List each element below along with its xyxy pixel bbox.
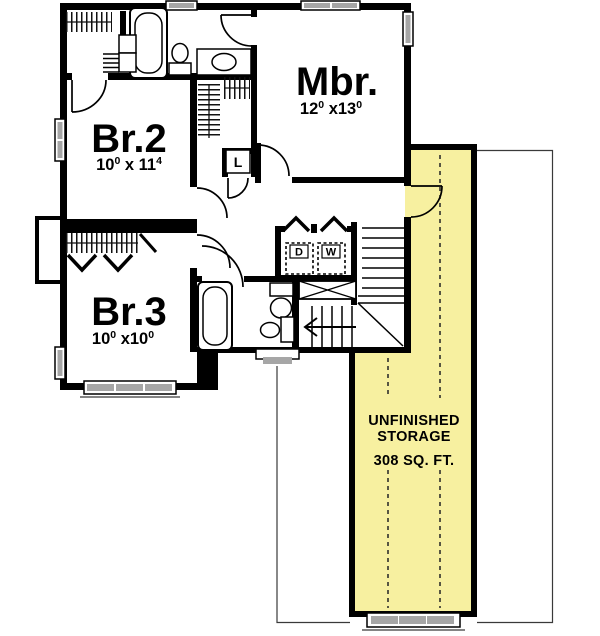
wall-storage-right (471, 144, 477, 617)
br3-label: Br.3 (91, 290, 167, 334)
mbr-label: Mbr. (296, 60, 378, 104)
br3-dims: 100 x100 (92, 329, 154, 348)
mbr-dims: 120 x130 (300, 99, 362, 118)
br3-door (196, 234, 231, 269)
storage-label-line2: STORAGE (377, 429, 451, 445)
vanity-2-counter (280, 316, 295, 343)
storage-door (410, 185, 443, 218)
storage-area-label: 308 SQ. FT. (374, 453, 455, 469)
wall-br3-right (190, 268, 197, 352)
window-left-br2 (54, 118, 66, 162)
dryer-outline (285, 242, 314, 275)
wall-laundry-stub-right (347, 226, 357, 232)
linen-closet: L (225, 149, 251, 174)
window-top-mbr (300, 0, 361, 11)
toilet-2-bowl (269, 297, 293, 319)
bath2-door (201, 245, 244, 288)
linen-closet-box (225, 149, 251, 174)
stair-direction-arrow (303, 317, 318, 337)
windows (54, 0, 465, 631)
br2-door (196, 187, 228, 219)
wall-br2-br3-band (62, 219, 197, 233)
washer-label: W (326, 247, 337, 259)
mbr-door (257, 144, 290, 177)
br2-dims: 100 x 114 (96, 155, 162, 174)
wall-storage-top (404, 144, 477, 150)
laundry-bifold-doors (281, 215, 349, 233)
sink-1 (211, 52, 237, 72)
wall-laundry-left (275, 226, 281, 282)
chimney-bumpout (35, 216, 64, 284)
doors (71, 14, 443, 288)
linen-closet-door (227, 177, 249, 199)
toilet-2-tank (269, 282, 294, 297)
window-bottom-bath2 (255, 348, 300, 364)
window-right-mbr (402, 11, 414, 47)
window-left-br3 (54, 346, 66, 380)
wall-linen-left (222, 148, 228, 177)
wall-laundry-right (351, 222, 357, 305)
wall-left (60, 3, 67, 390)
closet-shelf-lines (103, 53, 119, 73)
wall-laundry-stub-left (275, 226, 285, 232)
stair-winder-diagonal (357, 302, 404, 347)
wall-closet-divider (120, 11, 126, 35)
toilet-1-bowl (171, 42, 189, 64)
chase-x-mark (298, 280, 357, 300)
wall-bath2-top-b (244, 276, 299, 282)
dryer-label-box (289, 244, 309, 259)
tub-1-basin (134, 12, 163, 74)
roof-edge-right (477, 149, 554, 624)
window-top-bath (165, 0, 198, 11)
window-bottom-br3 (80, 380, 180, 398)
wall-corner-mass (197, 347, 218, 390)
stair-treads-upper (362, 227, 404, 289)
stair-landing (358, 295, 404, 304)
sink-2 (259, 321, 281, 339)
wall-closet-bottom-a (60, 73, 72, 80)
wall-bath2-top-a (197, 276, 202, 282)
closet-shelf-box-b (118, 52, 137, 73)
storage-label-line1: UNFINISHED (368, 413, 460, 429)
wall-bath-bottom (108, 73, 255, 80)
bath-1 (129, 7, 252, 79)
wall-storage-left-lower (349, 347, 355, 617)
wall-laundry-bottom (275, 275, 357, 282)
room-labels: Mbr. 120 x130 Br.2 100 x 114 Br.3 100 x1… (91, 60, 460, 469)
window-bottom-storage (362, 612, 465, 631)
stairs (298, 227, 404, 347)
dryer-label: D (295, 247, 303, 259)
br2-closet-door (71, 79, 107, 113)
tub-2-basin (202, 286, 228, 346)
washer-outline (317, 242, 346, 275)
closet-shelf-box-a (118, 34, 137, 54)
wall-mbr-right (404, 3, 411, 186)
roof-outline (276, 149, 554, 624)
mbr-bath-door (220, 14, 253, 47)
wall-storage-left-upper (404, 217, 411, 353)
linen-closet-label: L (234, 154, 243, 170)
wall-mbr-door-stub (255, 143, 261, 183)
wall-top (60, 3, 411, 10)
toilet-1-tank (168, 62, 192, 76)
br2-label: Br.2 (91, 117, 167, 161)
wall-bath-stairs-bottom (212, 347, 411, 353)
br3-closet-bifold-doors (66, 253, 134, 273)
laundry-closet: D W (281, 215, 349, 275)
wall-laundry-post (311, 224, 317, 233)
wall-br2-right (190, 73, 197, 187)
wall-hall-top (292, 177, 411, 183)
wall-bath-mbr-divider (251, 45, 257, 177)
roof-edge-left (276, 366, 350, 624)
wall-bath2-right (292, 282, 299, 352)
wall-br3-closet-angle (138, 233, 158, 253)
wall-bath-mbr-stub (251, 9, 257, 17)
bath-2 (197, 281, 295, 351)
washer-label-box (321, 244, 341, 259)
closets (66, 12, 250, 273)
storage-area-fill (355, 150, 471, 611)
